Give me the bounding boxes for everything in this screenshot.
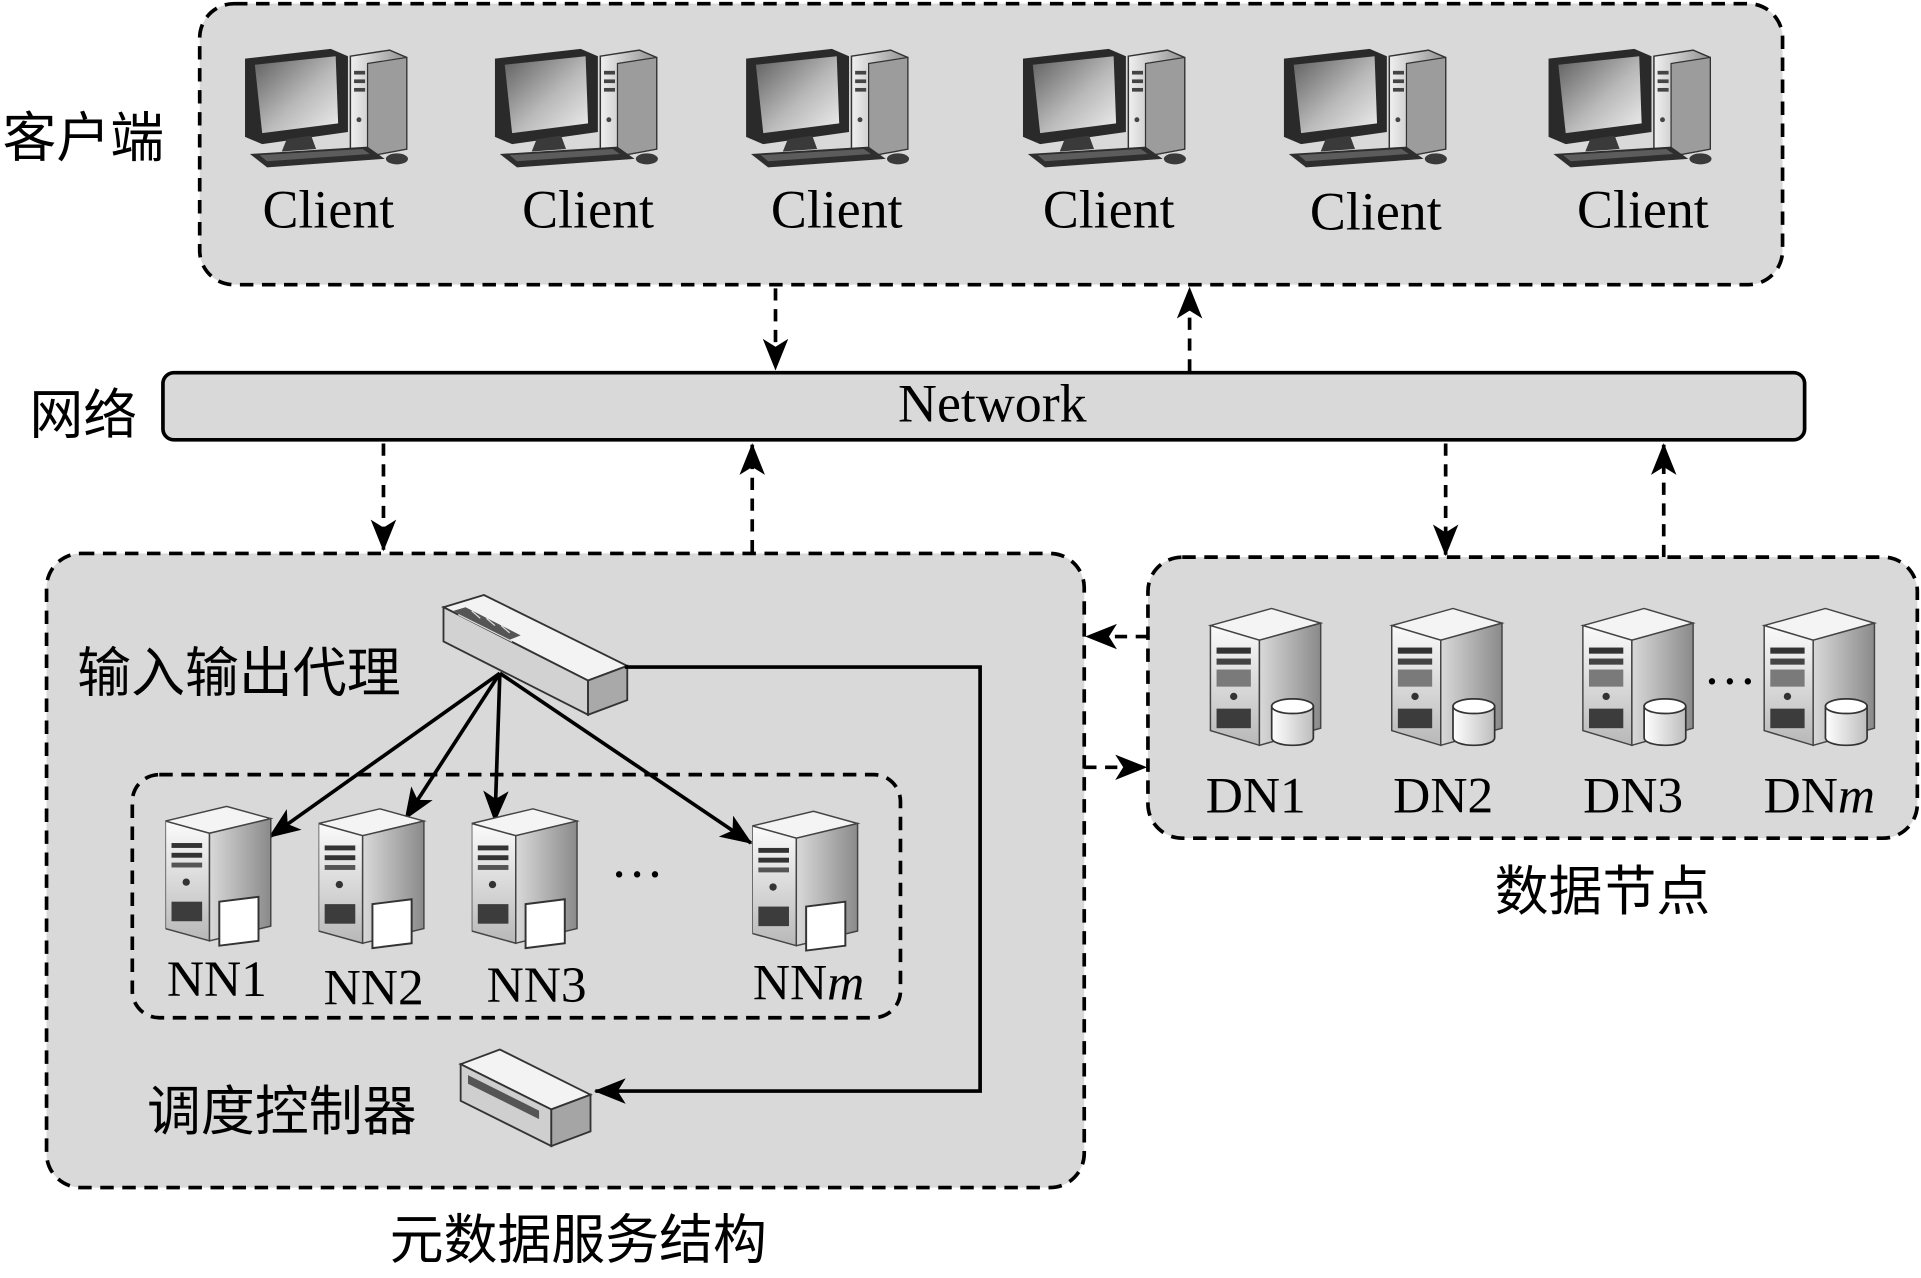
namenode-group bbox=[130, 772, 903, 1020]
datanode-server-icon bbox=[1582, 607, 1694, 747]
client-label: Client bbox=[1577, 179, 1709, 239]
arrow-proxy-to-nn3 bbox=[483, 673, 509, 823]
clients-panel bbox=[197, 1, 1785, 287]
datanode-label-last: DNm bbox=[1764, 768, 1875, 825]
namenode-server-icon bbox=[318, 807, 425, 950]
namenode-ellipsis: ··· bbox=[610, 844, 664, 904]
datanode-panel-label: 数据节点 bbox=[1495, 862, 1711, 922]
scheduler-label: 调度控制器 bbox=[147, 1082, 417, 1142]
client-label: Client bbox=[262, 179, 394, 239]
client-label: Client bbox=[771, 179, 903, 239]
namenode-label: NN2 bbox=[324, 959, 424, 1016]
scheduler-device-icon bbox=[458, 1048, 593, 1148]
namenode-label: NN1 bbox=[167, 951, 267, 1008]
arrow-proxy-to-nn2 bbox=[403, 672, 502, 820]
datanode-server-icon bbox=[1390, 607, 1503, 747]
namenode-server-icon bbox=[165, 805, 272, 947]
namenode-label: NN3 bbox=[487, 957, 587, 1014]
namenode-label-base: NN bbox=[753, 954, 827, 1011]
namenode-label-index: m bbox=[827, 954, 864, 1011]
network-bar bbox=[161, 370, 1807, 442]
network-label: 网络 bbox=[29, 386, 137, 446]
namenode-server-icon bbox=[471, 807, 579, 950]
datanode-label: DN2 bbox=[1393, 768, 1493, 825]
datanode-label: DN3 bbox=[1583, 768, 1683, 825]
arrow-proxy-to-nnm bbox=[498, 671, 753, 845]
io-proxy-switch-icon bbox=[441, 594, 630, 717]
client-label: Client bbox=[1310, 182, 1442, 242]
datanode-server-icon bbox=[1763, 607, 1876, 747]
arrow-proxy-to-nn1 bbox=[268, 671, 501, 839]
metadata-service-label: 元数据服务结构 bbox=[390, 1211, 767, 1271]
network-bar-label: Network bbox=[898, 374, 1087, 434]
io-proxy-label: 输入输出代理 bbox=[77, 644, 400, 704]
datanode-server-icon bbox=[1209, 607, 1322, 747]
datanode-label-index: m bbox=[1838, 768, 1875, 825]
arrow-proxy-to-scheduler bbox=[593, 665, 982, 1104]
namenode-server-icon bbox=[752, 810, 859, 952]
datanode-panel bbox=[1146, 555, 1920, 840]
datanode-label: DN1 bbox=[1206, 768, 1306, 825]
datanode-ellipsis: ··· bbox=[1703, 651, 1757, 711]
client-label: Client bbox=[522, 179, 654, 239]
client-label: Client bbox=[1043, 179, 1175, 239]
namenode-label-last: NNm bbox=[753, 954, 864, 1011]
clients-label: 客户端 bbox=[2, 108, 164, 168]
datanode-label-base: DN bbox=[1764, 768, 1838, 825]
